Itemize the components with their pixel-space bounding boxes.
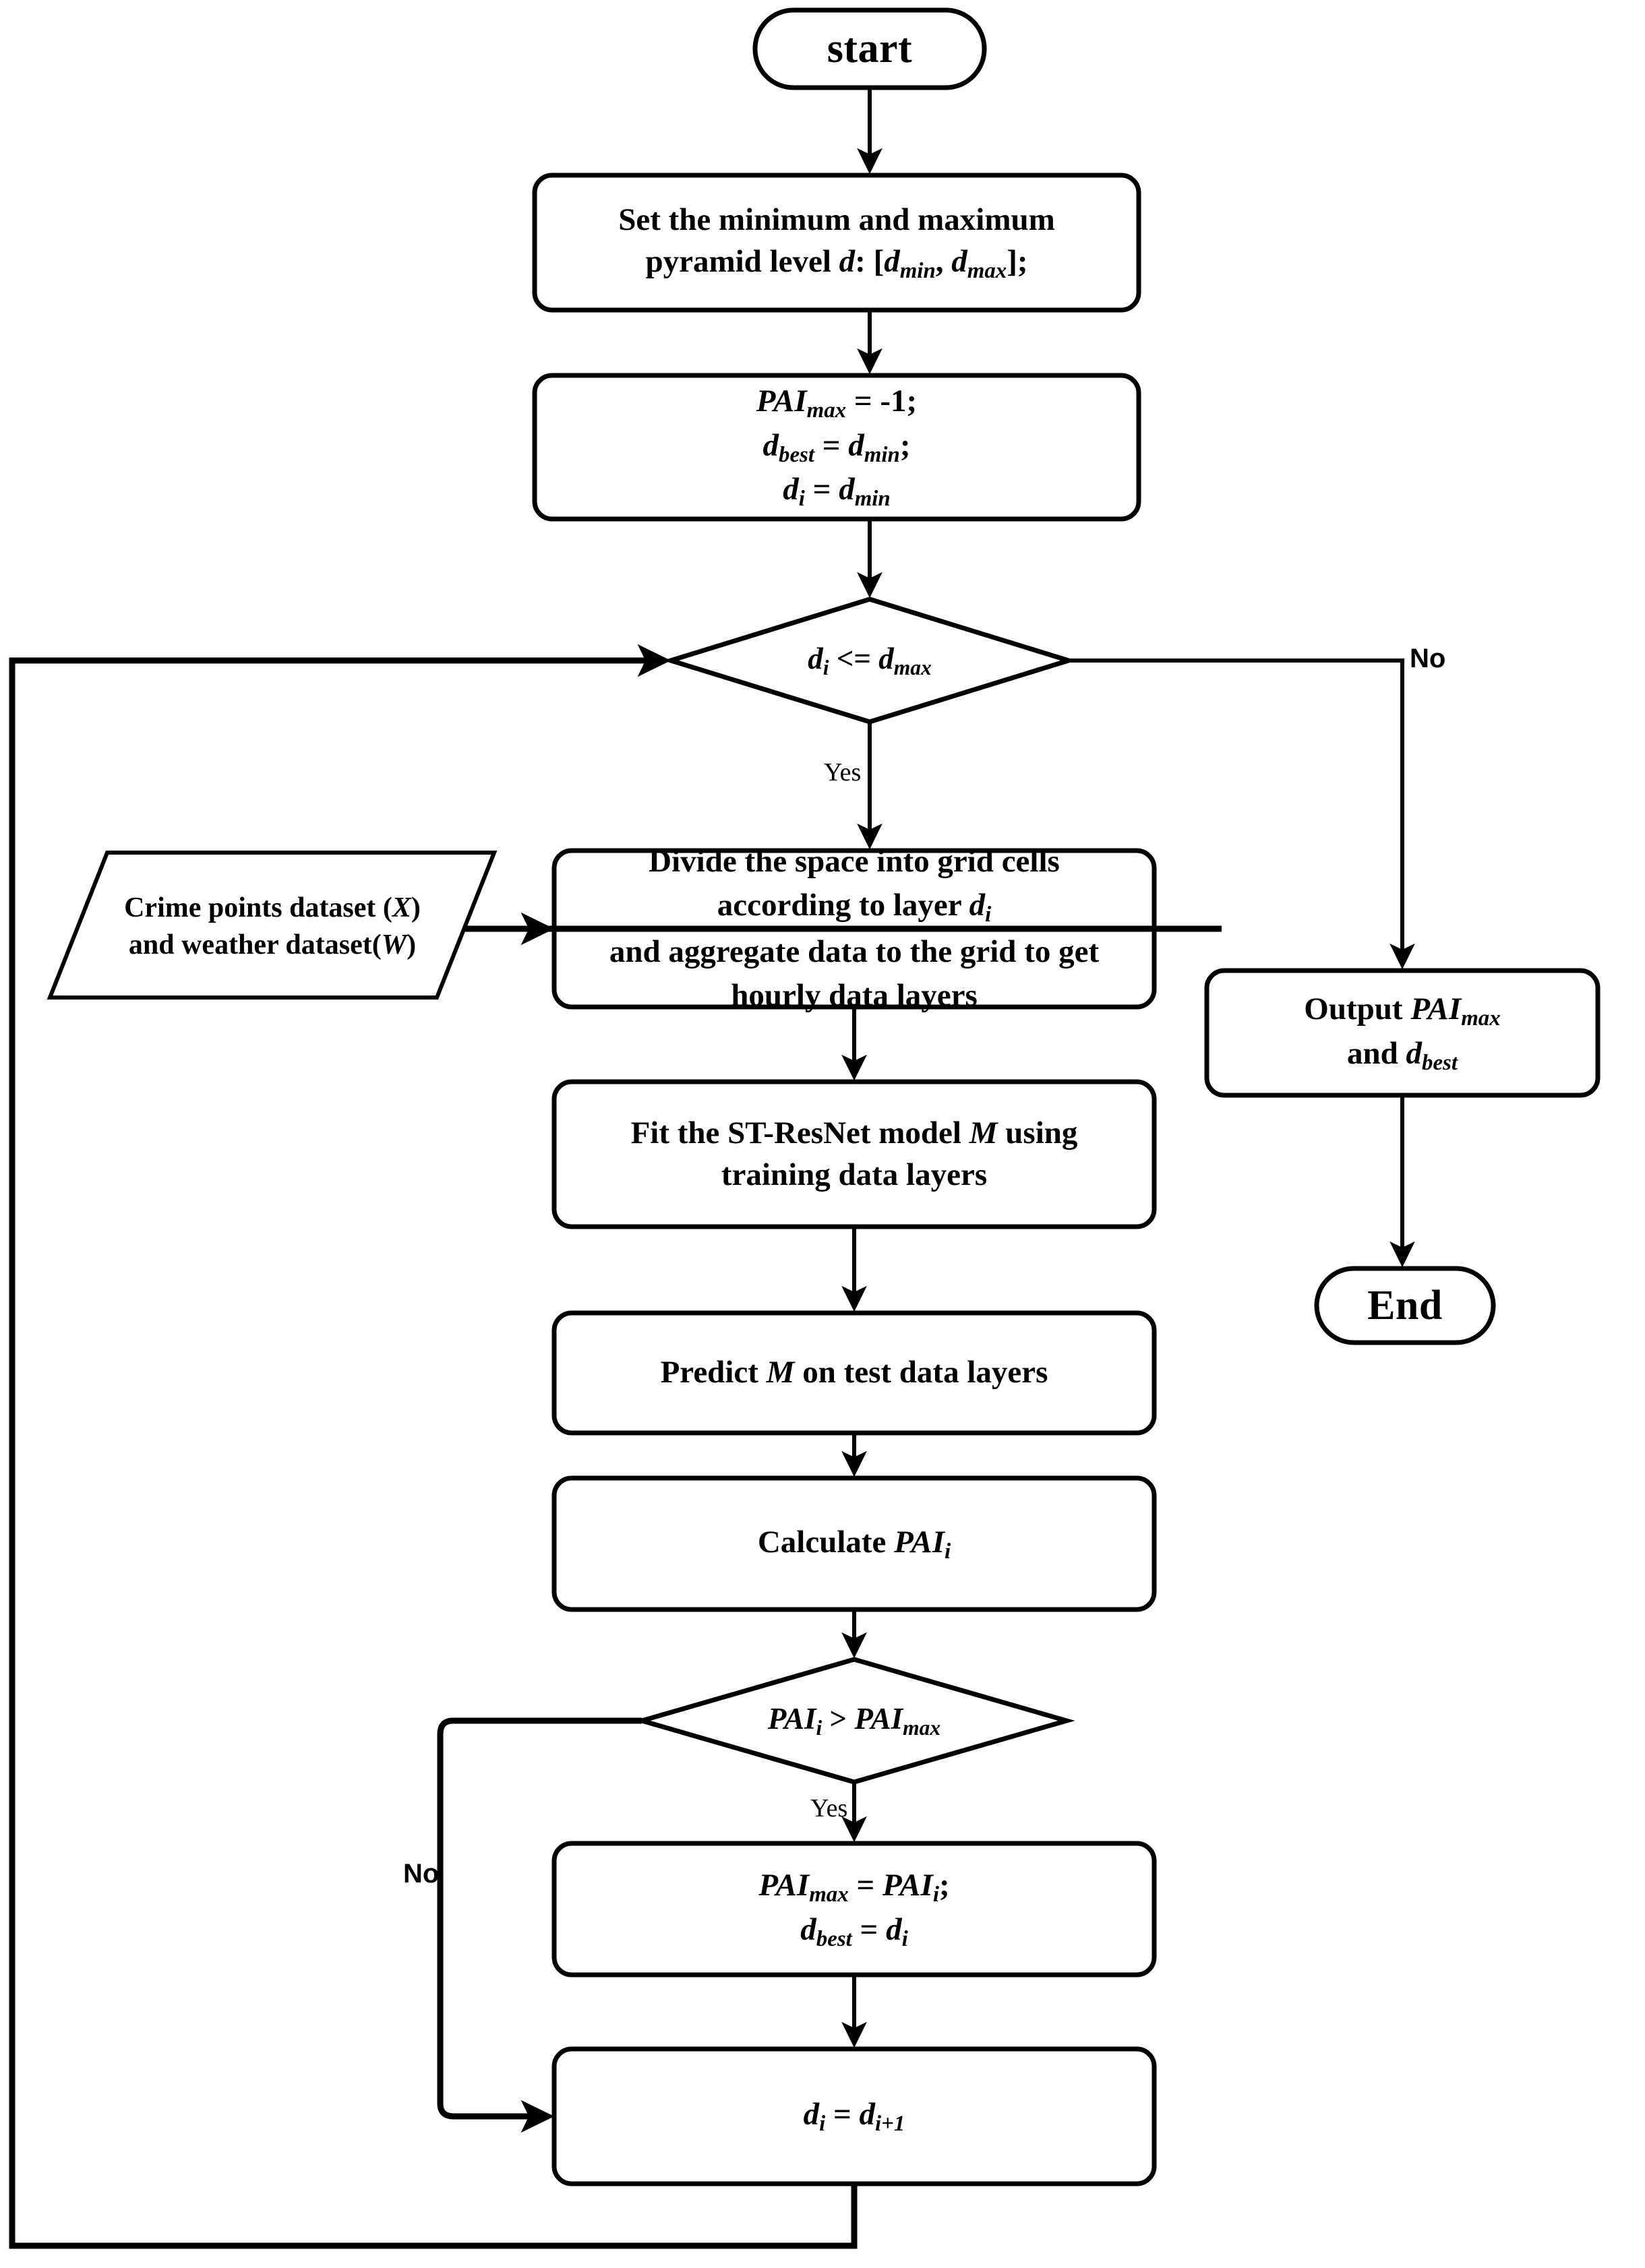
node-increment-shape[interactable] <box>551 2046 1157 2186</box>
node-end-shape[interactable] <box>1314 1266 1496 1345</box>
node-start-shape[interactable] <box>752 7 987 90</box>
edge-increment-loop-back <box>9 644 858 2249</box>
node-output-shape[interactable] <box>1204 968 1601 1098</box>
edge-cond-better-no-to-increment <box>437 1717 642 2133</box>
edge-cond-loop-no-to-output <box>1069 658 1415 970</box>
node-update-best-shape[interactable] <box>551 1841 1157 1978</box>
node-calc-pai-shape[interactable] <box>551 1475 1157 1612</box>
node-fit-model-shape[interactable] <box>551 1079 1157 1229</box>
node-cond-better-shape[interactable] <box>633 1657 1075 1785</box>
node-input-data-shape[interactable] <box>47 851 498 1000</box>
node-cond-loop-shape[interactable] <box>663 596 1077 725</box>
node-init-shape[interactable] <box>532 373 1141 522</box>
node-predict-shape[interactable] <box>551 1310 1157 1436</box>
node-set-levels-shape[interactable] <box>532 173 1141 313</box>
